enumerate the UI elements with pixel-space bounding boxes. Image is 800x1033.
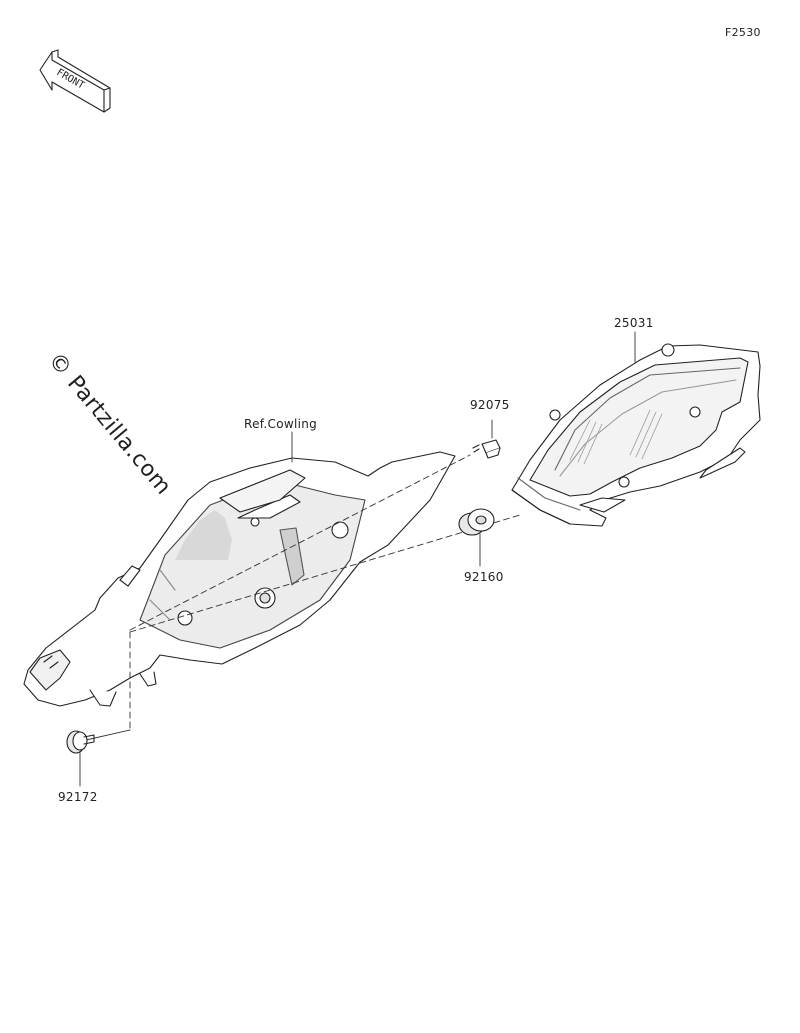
part-label-92172: 92172: [58, 790, 98, 804]
leader-lines: [79, 331, 636, 787]
figure-id: F2530: [725, 26, 761, 39]
part-label-25031: 25031: [614, 316, 654, 330]
ref-cowling-label: Ref.Cowling: [244, 417, 318, 431]
grommet-92160: [458, 508, 495, 536]
meter-assembly-25031: [511, 343, 761, 527]
part-label-92075: 92075: [470, 398, 510, 412]
bolt-92075: [472, 439, 501, 459]
screw-92172: [66, 730, 95, 754]
front-arrow-icon: FRONT: [39, 49, 111, 113]
upper-cowling: [23, 451, 456, 707]
part-label-92160: 92160: [464, 570, 504, 584]
